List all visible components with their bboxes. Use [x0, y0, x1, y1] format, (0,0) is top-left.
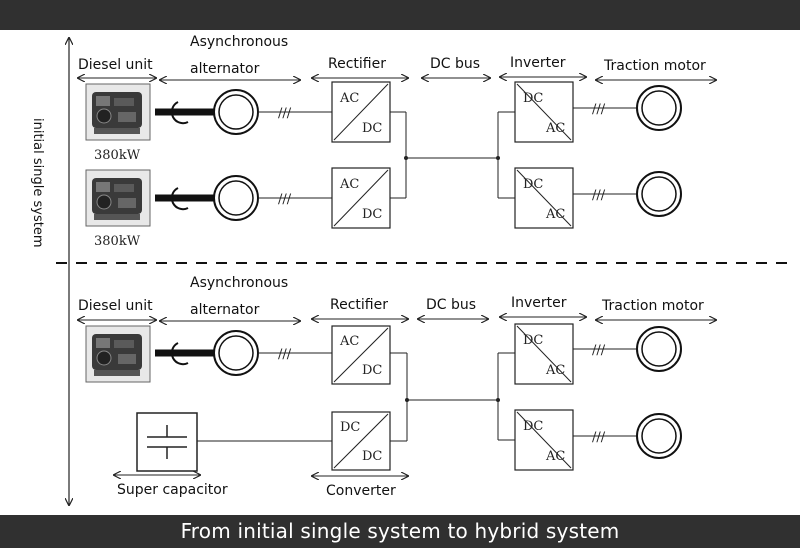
- diesel-engine-icon: [85, 83, 151, 141]
- svg-text:AC: AC: [545, 207, 565, 222]
- svg-text:DC: DC: [523, 333, 543, 348]
- alternator-icon: [213, 330, 259, 376]
- side-label: initial single system: [30, 118, 45, 248]
- svg-text:DC: DC: [523, 91, 543, 106]
- svg-text:AC: AC: [545, 449, 565, 464]
- bottom-header-traction: Traction motor: [601, 298, 704, 314]
- top-header-rectifier: Rectifier: [328, 56, 386, 72]
- bottom-header-dc-bus: DC bus: [426, 297, 476, 313]
- alternator-icon: [213, 175, 259, 221]
- top-headers: Diesel unit Asynchronous alternator Rect…: [78, 34, 716, 80]
- svg-text:DC: DC: [362, 449, 382, 464]
- rotation-arrow-icon: [170, 342, 189, 366]
- hybrid-system-diagram: initial single system Diesel unit Asynch…: [30, 34, 790, 515]
- svg-text:DC: DC: [362, 207, 382, 222]
- bottom-header-async-1: Asynchronous: [190, 275, 288, 291]
- svg-text:///: ///: [592, 430, 606, 445]
- top-header-inverter: Inverter: [510, 55, 566, 71]
- traction-motor-icon: [636, 326, 682, 372]
- svg-text:AC: AC: [339, 177, 359, 192]
- caption-text: From initial single system to hybrid sys…: [180, 519, 620, 543]
- svg-text:DC: DC: [523, 419, 543, 434]
- diesel-engine-icon: [85, 325, 151, 383]
- traction-motor-icon: [636, 413, 682, 459]
- top-row-2: 380kW /// AC DC DC AC ///: [85, 167, 682, 249]
- svg-text:DC: DC: [362, 363, 382, 378]
- bottom-headers: Diesel unit Asynchronous alternator Rect…: [78, 275, 716, 321]
- three-phase-mark: ///: [278, 347, 292, 362]
- bottom-header-async-2: alternator: [190, 302, 260, 318]
- top-header-dc-bus: DC bus: [430, 56, 480, 72]
- svg-text:DC: DC: [523, 177, 543, 192]
- top-row-1: 380kW /// AC DC DC AC ///: [85, 81, 682, 163]
- rotation-arrow-icon: [170, 187, 189, 211]
- bottom-row-2: Super capacitor DC DC Converter DC AC //…: [114, 409, 682, 499]
- three-phase-mark: ///: [278, 106, 292, 121]
- svg-text:///: ///: [592, 343, 606, 358]
- three-phase-mark: ///: [278, 192, 292, 207]
- bottom-header-inverter: Inverter: [511, 295, 567, 311]
- svg-text:///: ///: [592, 102, 606, 117]
- top-header-diesel: Diesel unit: [78, 57, 153, 73]
- engine-rating-2: 380kW: [94, 234, 141, 249]
- traction-motor-icon: [636, 171, 682, 217]
- traction-motor-icon: [636, 85, 682, 131]
- top-bar: [0, 0, 800, 30]
- top-dc-bus: [404, 112, 500, 198]
- caption-bar: [0, 515, 800, 548]
- svg-text:AC: AC: [339, 91, 359, 106]
- capacitor-icon: [147, 425, 187, 459]
- bottom-dc-bus: [405, 353, 500, 441]
- svg-text:AC: AC: [545, 363, 565, 378]
- top-header-traction: Traction motor: [603, 58, 706, 74]
- rotation-arrow-icon: [170, 101, 189, 125]
- diesel-engine-icon: [85, 169, 151, 227]
- svg-text:AC: AC: [545, 121, 565, 136]
- bottom-header-rectifier: Rectifier: [330, 297, 388, 313]
- svg-text:DC: DC: [362, 121, 382, 136]
- super-capacitor-box: [136, 412, 198, 472]
- bottom-row-1: /// AC DC DC AC ///: [85, 323, 682, 385]
- alternator-icon: [213, 89, 259, 135]
- svg-text:DC: DC: [340, 420, 360, 435]
- converter-label: Converter: [326, 483, 396, 499]
- top-header-async-2: alternator: [190, 61, 260, 77]
- svg-text:///: ///: [592, 188, 606, 203]
- bottom-header-diesel: Diesel unit: [78, 298, 153, 314]
- super-capacitor-label: Super capacitor: [117, 482, 228, 498]
- top-header-async-1: Asynchronous: [190, 34, 288, 50]
- svg-text:AC: AC: [339, 334, 359, 349]
- engine-rating-1: 380kW: [94, 148, 141, 163]
